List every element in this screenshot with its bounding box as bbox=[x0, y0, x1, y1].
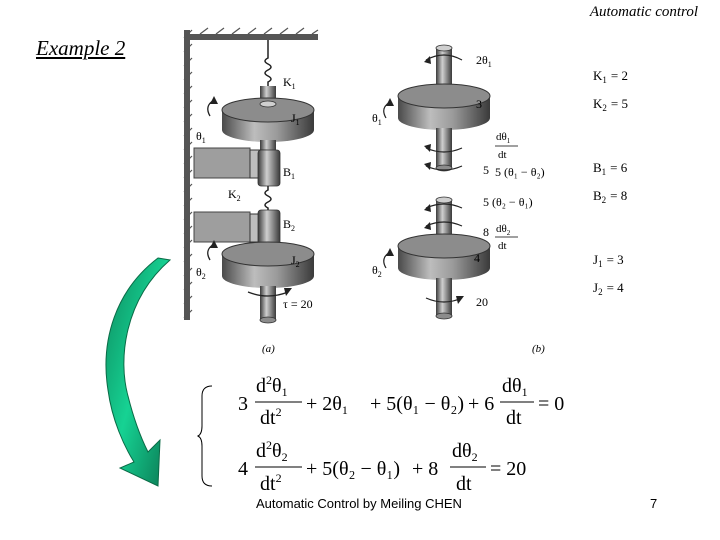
label-b-damping1-coef: 5 bbox=[483, 163, 489, 177]
equation-2: 4 d2θ2 dt2 + 5(θ₂ − θ₁) + 8 dθ2 dt = 20 bbox=[238, 438, 526, 495]
shaft-b1-bottom bbox=[436, 128, 452, 168]
shaft-b-top bbox=[436, 48, 452, 88]
label-tau: τ = 20 bbox=[283, 297, 313, 311]
label-b-disk2: 4 bbox=[474, 251, 480, 265]
damper-b2-block bbox=[193, 211, 251, 243]
disk-j1-top bbox=[221, 97, 315, 123]
equation-1: 3 d2θ1 dt2 + 2θ1 + 5(θ₁ − θ₂) + 6 dθ1 dt… bbox=[238, 373, 564, 429]
disk-b2-top bbox=[397, 233, 491, 259]
label-b-coupling2: 5 (θ₂ − θ₁) bbox=[483, 195, 533, 209]
eq2-coef: 4 bbox=[238, 458, 248, 480]
eq1-num: d2θ1 bbox=[256, 373, 288, 399]
example-title: Example 2 bbox=[36, 36, 126, 60]
diagram-a: K1 J1 θ1 B1 K2 B2 J2 θ2 τ = 20 (a) bbox=[183, 27, 319, 355]
ceiling-hatching bbox=[199, 27, 319, 35]
param-b1: B1= 6 bbox=[593, 160, 628, 177]
label-b1: B1 bbox=[283, 165, 295, 181]
disk-j2-top bbox=[221, 241, 315, 267]
label-b-damping1-den: dt bbox=[498, 149, 507, 161]
eq2-rhs: = 20 bbox=[490, 458, 526, 480]
label-j2: J2 bbox=[291, 253, 300, 269]
wall-hatching bbox=[183, 29, 193, 319]
eq1-rhs: = 0 bbox=[538, 393, 564, 415]
eq2-damp-den: dt bbox=[456, 473, 472, 495]
spring-k1 bbox=[264, 40, 272, 90]
shaft-b2-bottom bbox=[436, 278, 452, 316]
parameter-list: K1= 2 K2= 5 B1= 6 B2= 8 J1= 3 J2= 4 bbox=[593, 68, 628, 297]
label-k2: K2 bbox=[228, 187, 241, 203]
eq1-damp-coef: + 6 bbox=[468, 393, 494, 415]
equation-brace bbox=[196, 385, 213, 487]
ceiling-bar bbox=[190, 34, 318, 40]
label-b-disk1: 3 bbox=[476, 97, 482, 111]
label-k1: K1 bbox=[283, 75, 296, 91]
param-j2: J2= 4 bbox=[593, 280, 624, 297]
eq1-coupling-term: + 5(θ₁ − θ₂) bbox=[370, 393, 464, 415]
label-b2: B2 bbox=[283, 217, 295, 233]
page-number: 7 bbox=[650, 496, 658, 511]
param-k1: K1= 2 bbox=[593, 68, 628, 85]
eq2-damp-num: dθ2 bbox=[452, 440, 478, 464]
disk-b1-top bbox=[397, 83, 491, 109]
param-k2: K2= 5 bbox=[593, 96, 628, 113]
spring-k2 bbox=[264, 186, 272, 212]
diagram-b: 2θ1 3 θ1 5 dθ1 dt 5 (θ₁ − θ₂) 5 (θ₂ − θ₁… bbox=[372, 44, 545, 355]
label-b-coupling1: 5 (θ₁ − θ₂) bbox=[495, 165, 545, 179]
label-b-theta1: θ1 bbox=[372, 111, 382, 127]
shaft-b2-top bbox=[436, 200, 452, 238]
panel-label-b: (b) bbox=[532, 343, 545, 355]
label-b-torque-top: 2θ1 bbox=[476, 53, 492, 69]
label-b-damping2-coef: 8 bbox=[483, 225, 489, 239]
label-b-damping2-num: dθ2 bbox=[496, 223, 511, 237]
damper-b1-cup bbox=[257, 149, 281, 187]
footer-author: Automatic Control by Meiling CHEN bbox=[256, 496, 462, 511]
eq1-den: dt2 bbox=[260, 405, 282, 429]
label-theta1: θ1 bbox=[196, 129, 206, 145]
label-theta2: θ2 bbox=[196, 265, 206, 281]
eq1-coef: 3 bbox=[238, 393, 248, 415]
eq1-damp-den: dt bbox=[506, 407, 522, 429]
eq2-damp-coef: + 8 bbox=[412, 458, 438, 480]
param-b2: B2= 8 bbox=[593, 188, 627, 205]
eq1-damp-num: dθ1 bbox=[502, 375, 528, 399]
curved-green-arrow-icon bbox=[105, 257, 172, 487]
eq2-num: d2θ2 bbox=[256, 438, 288, 464]
label-b-damping2-den: dt bbox=[498, 240, 507, 252]
header-title: Automatic control bbox=[589, 4, 698, 20]
eq2-den: dt2 bbox=[260, 471, 282, 495]
damper-b1-block bbox=[193, 147, 251, 179]
panel-label-a: (a) bbox=[262, 343, 275, 355]
param-j1: J1= 3 bbox=[593, 252, 624, 269]
shaft-j2-bottom bbox=[260, 286, 276, 320]
label-b-theta2: θ2 bbox=[372, 263, 382, 279]
tau-arrow-icon bbox=[247, 291, 289, 297]
label-b-damping1-num: dθ1 bbox=[496, 131, 511, 145]
label-j1: J1 bbox=[291, 111, 300, 127]
label-b-torque-bottom: 20 bbox=[476, 295, 488, 309]
eq2-coupling-term: + 5(θ₂ − θ₁) bbox=[306, 458, 400, 480]
eq1-spring-term: + 2θ1 bbox=[306, 393, 348, 417]
